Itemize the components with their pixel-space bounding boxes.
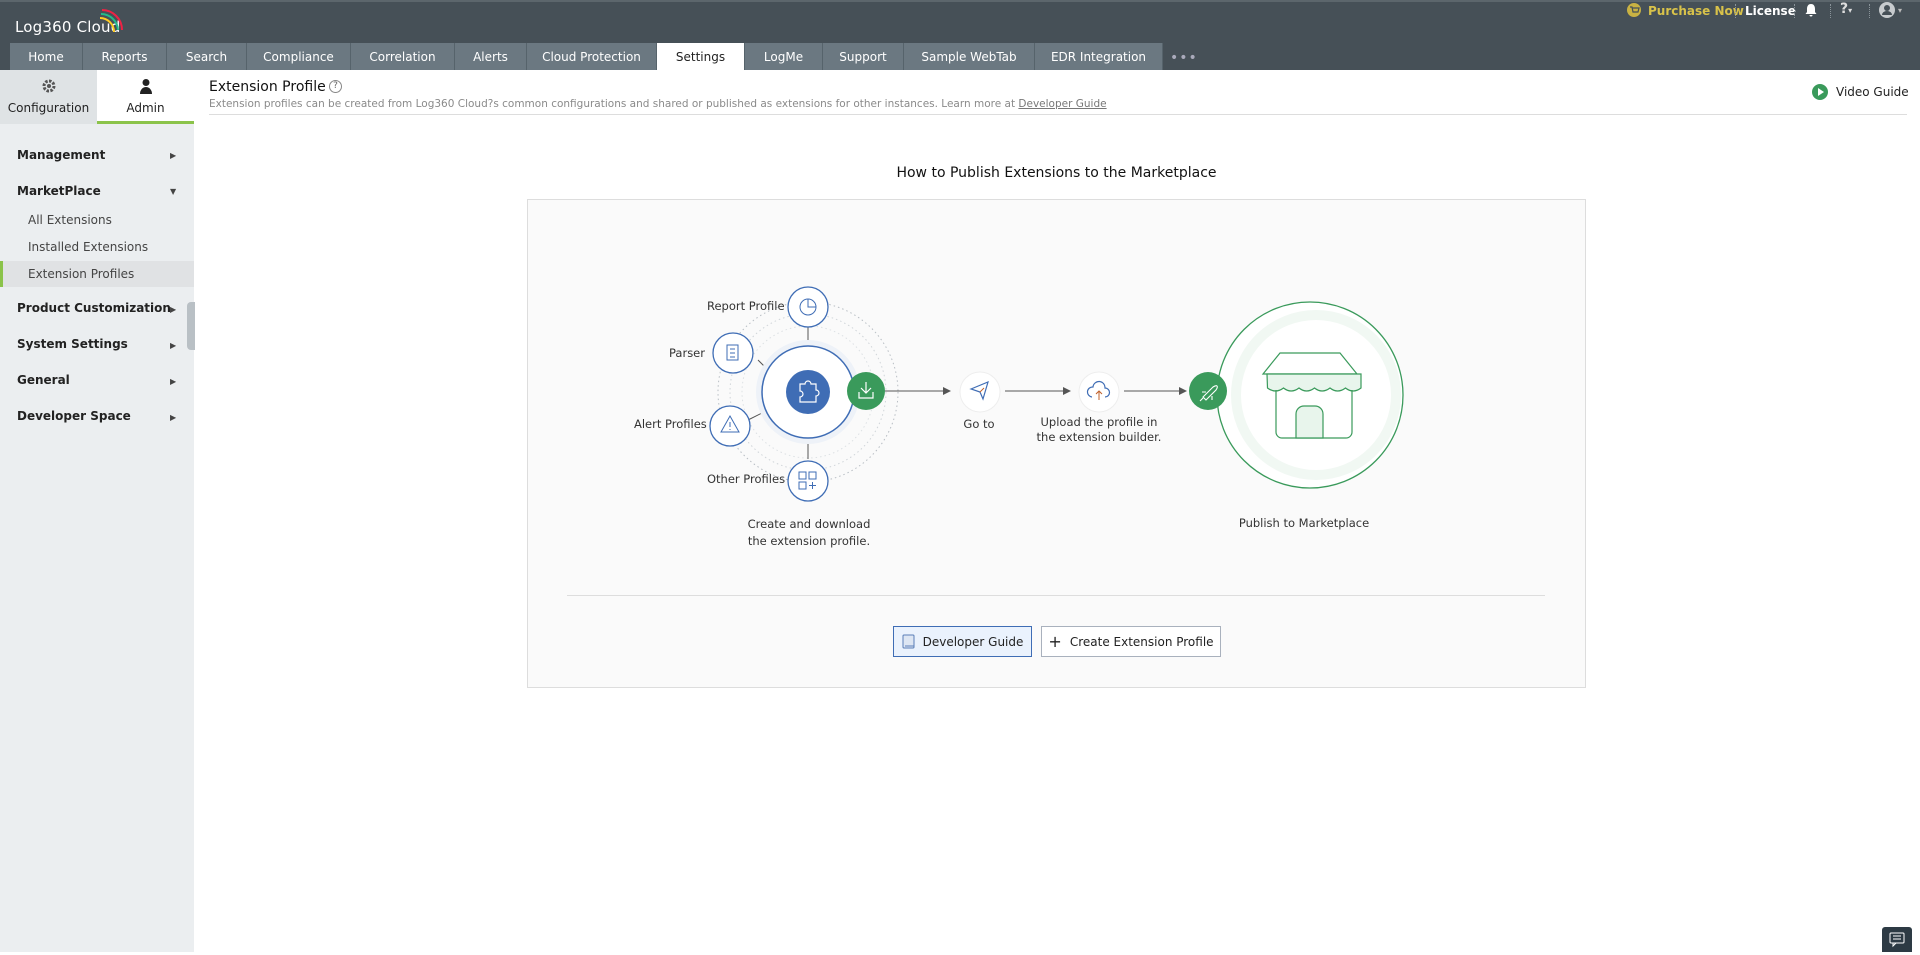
bell-icon[interactable] <box>1804 3 1818 17</box>
sidebar-item-system-settings[interactable]: System Settings <box>17 337 128 351</box>
admin-label: Admin <box>126 101 165 115</box>
chevron-right-icon: ▶ <box>170 341 177 350</box>
help-icon[interactable]: ? <box>329 80 342 93</box>
step-create-download: Create and download the extension profile… <box>748 516 871 550</box>
sidebar <box>0 70 194 952</box>
step-create-line1: Create and download <box>747 517 871 531</box>
configuration-label: Configuration <box>7 101 90 115</box>
chat-button[interactable] <box>1882 927 1912 952</box>
sidebar-item-developer-space[interactable]: Developer Space <box>17 409 131 423</box>
tab-logme[interactable]: LogMe <box>745 43 823 70</box>
tab-cloud-protection[interactable]: Cloud Protection <box>527 43 657 70</box>
publish-label: Publish to Marketplace <box>1238 516 1370 530</box>
help-menu[interactable]: ?▾ <box>1840 1 1852 17</box>
create-extension-profile-button[interactable]: + Create Extension Profile <box>1041 626 1221 657</box>
sidebar-selected-bg <box>0 261 194 287</box>
plus-icon: + <box>1048 632 1062 651</box>
app-logo[interactable]: Log360 Cloud <box>15 18 121 36</box>
developer-guide-label: Developer Guide <box>922 634 1024 649</box>
chat-icon <box>1889 932 1905 948</box>
section-heading: How to Publish Extensions to the Marketp… <box>896 165 1217 181</box>
chevron-right-icon: ▶ <box>170 151 177 160</box>
description-text: Extension profiles can be created from L… <box>209 98 1019 110</box>
parser-label: Parser <box>669 346 705 360</box>
gear-icon <box>42 79 55 93</box>
step-upload-line2: the extension builder. <box>1036 430 1162 444</box>
tab-sample-webtab[interactable]: Sample WebTab <box>904 43 1035 70</box>
book-icon <box>902 634 915 649</box>
sidebar-item-marketplace[interactable]: MarketPlace <box>17 184 101 198</box>
tab-reports[interactable]: Reports <box>83 43 167 70</box>
tab-support[interactable]: Support <box>823 43 904 70</box>
logo-arc-icon <box>99 9 123 33</box>
video-guide-link[interactable]: Video Guide <box>1812 84 1909 100</box>
tab-edr-integration[interactable]: EDR Integration <box>1035 43 1163 70</box>
sidebar-item-management[interactable]: Management <box>17 148 106 162</box>
admin-user-icon <box>139 79 152 94</box>
divider <box>209 114 1907 115</box>
chevron-right-icon: ▶ <box>170 413 177 422</box>
alert-profiles-label: Alert Profiles <box>634 417 707 431</box>
go-to-label: Go to <box>963 417 995 431</box>
sidebar-item-general[interactable]: General <box>17 373 70 387</box>
tab-home[interactable]: Home <box>10 43 83 70</box>
video-guide-label: Video Guide <box>1836 85 1909 99</box>
other-profiles-label: Other Profiles <box>707 472 786 486</box>
chevron-right-icon: ▶ <box>170 377 177 386</box>
chevron-down-icon: ▾ <box>1848 6 1853 15</box>
page-description: Extension profiles can be created from L… <box>209 98 1107 110</box>
sidebar-tab-configuration[interactable]: Configuration <box>0 70 97 124</box>
chevron-right-icon: ▶ <box>170 305 177 314</box>
step-create-line2: the extension profile. <box>747 534 871 548</box>
create-extension-profile-label: Create Extension Profile <box>1069 634 1214 649</box>
developer-guide-link[interactable]: Developer Guide <box>1018 98 1107 110</box>
user-menu[interactable]: ▾ <box>1879 2 1902 18</box>
tab-alerts[interactable]: Alerts <box>455 43 527 70</box>
tab-search[interactable]: Search <box>167 43 247 70</box>
developer-guide-button[interactable]: Developer Guide <box>893 626 1032 657</box>
chevron-down-icon: ▾ <box>1898 5 1903 15</box>
purchase-now-link[interactable]: Purchase Now <box>1648 4 1744 18</box>
play-icon <box>1812 84 1828 100</box>
sidebar-item-all-extensions[interactable]: All Extensions <box>28 213 112 227</box>
sidebar-item-installed-extensions[interactable]: Installed Extensions <box>28 240 149 254</box>
user-avatar-icon <box>1879 2 1895 18</box>
page-title: Extension Profile <box>209 79 326 95</box>
more-tabs-button[interactable]: ••• <box>1170 50 1198 66</box>
publish-steps-panel <box>527 199 1586 688</box>
chevron-down-icon: ▼ <box>170 187 177 196</box>
sidebar-collapse-handle[interactable] <box>187 302 195 350</box>
tab-compliance[interactable]: Compliance <box>247 43 351 70</box>
step-upload-line1: Upload the profile in <box>1040 415 1158 429</box>
help-label: ? <box>1840 1 1849 17</box>
tab-settings[interactable]: Settings <box>657 43 745 70</box>
license-link[interactable]: License <box>1745 4 1796 18</box>
sidebar-item-extension-profiles[interactable]: Extension Profiles <box>28 267 135 281</box>
report-profile-label: Report Profile <box>707 299 785 313</box>
cart-icon <box>1627 3 1641 17</box>
sidebar-tab-admin[interactable]: Admin <box>97 70 194 124</box>
tab-correlation[interactable]: Correlation <box>351 43 455 70</box>
panel-divider <box>567 595 1545 596</box>
sidebar-item-product-customization[interactable]: Product Customization <box>17 301 171 315</box>
